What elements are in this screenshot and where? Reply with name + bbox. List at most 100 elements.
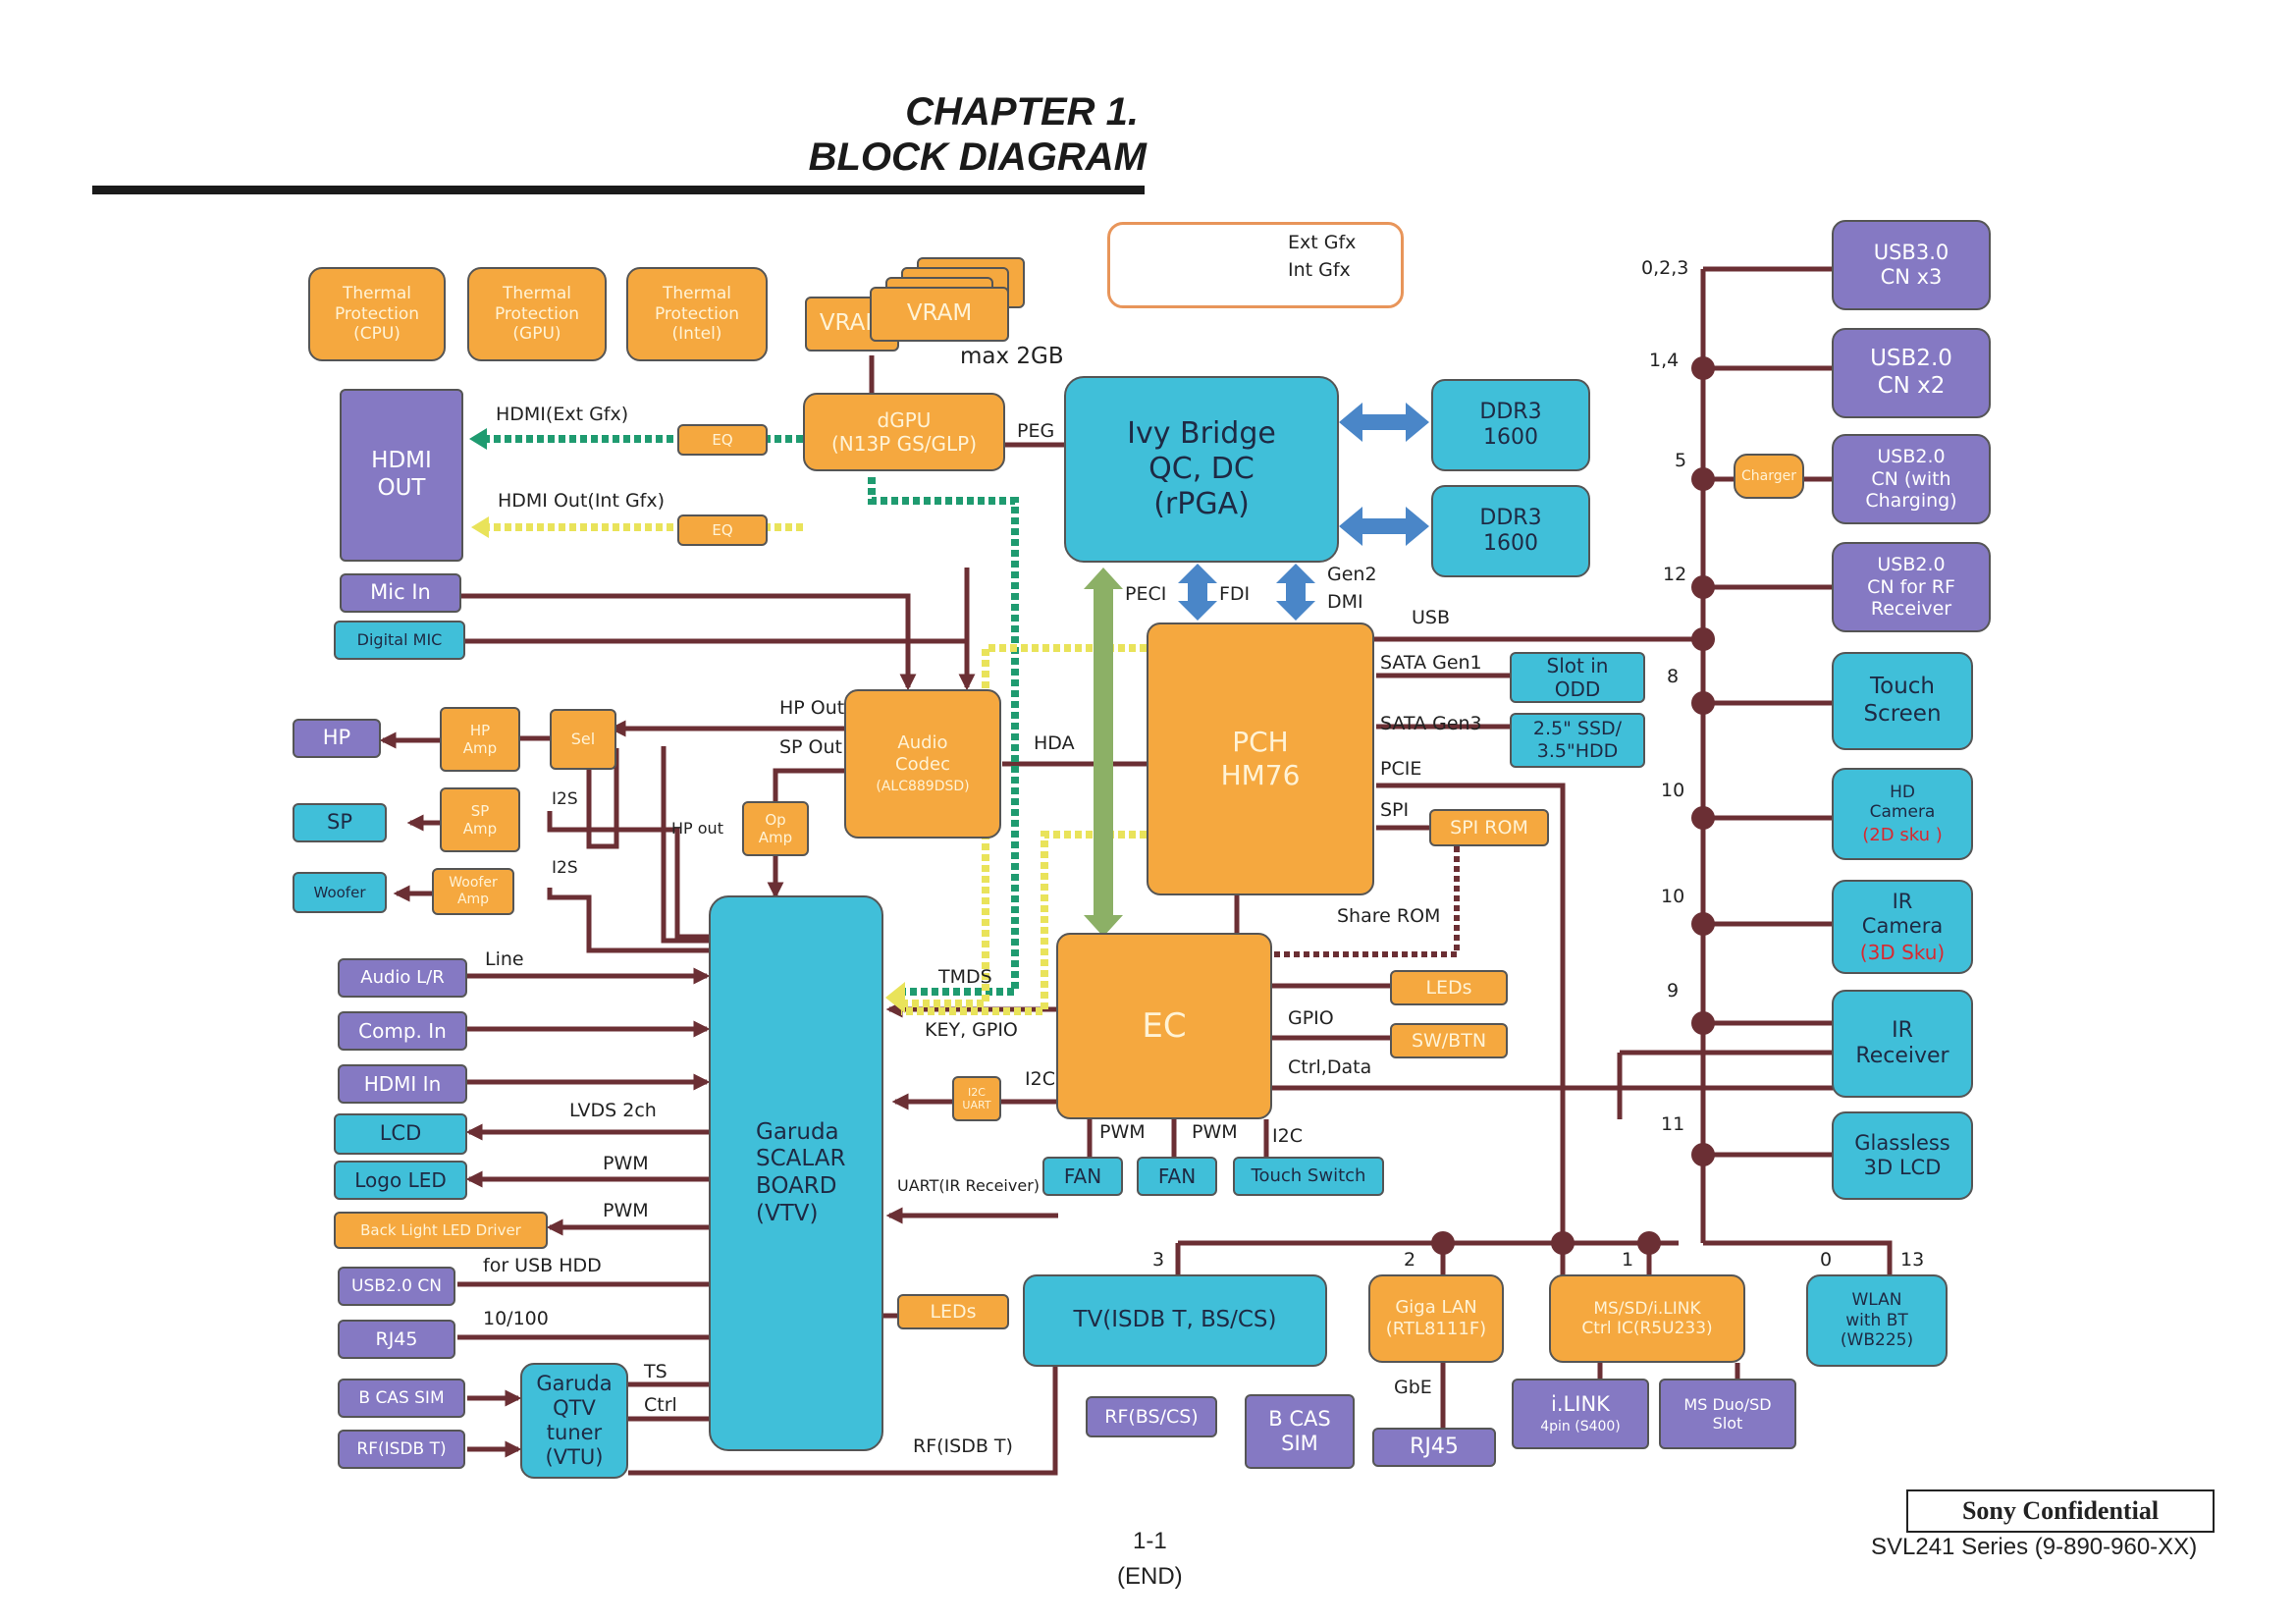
hdmi-out-block: HDMI OUT bbox=[340, 389, 463, 562]
garuda-scalar-board: Garuda SCALAR BOARD (VTV) bbox=[709, 895, 883, 1451]
hd-camera-label: HD Camera bbox=[1869, 782, 1936, 823]
pch-block: PCH HM76 bbox=[1147, 623, 1374, 895]
hp-block: HP bbox=[293, 719, 381, 758]
thermal-gpu-block: Thermal Protection (GPU) bbox=[467, 267, 607, 361]
op-amp-block: Op Amp bbox=[742, 801, 809, 856]
usb-port-12: 12 bbox=[1663, 564, 1687, 585]
ir-camera-sku: (3D Sku) bbox=[1859, 941, 1946, 965]
int-arrowhead bbox=[471, 516, 489, 538]
dmi-label: DMI bbox=[1327, 591, 1363, 613]
eq-block-ext: EQ bbox=[677, 424, 768, 456]
usb-port-5: 5 bbox=[1675, 450, 1687, 471]
ir-camera-label: IR Camera bbox=[1861, 889, 1944, 938]
rj45-left-block: RJ45 bbox=[338, 1320, 455, 1359]
usb2-cn-block: USB2.0 CN bbox=[338, 1267, 455, 1306]
ilink-label: i.LINK bbox=[1551, 1392, 1610, 1416]
qtv-tuner-block: Garuda QTV tuner (VTU) bbox=[520, 1363, 628, 1479]
tmds-label: TMDS bbox=[938, 966, 992, 988]
hp-out-label: HP Out bbox=[779, 697, 845, 719]
i2s-label-a: I2S bbox=[552, 789, 578, 809]
usb-port-10b: 10 bbox=[1661, 886, 1685, 907]
usb20-charging-block: USB2.0 CN (with Charging) bbox=[1832, 434, 1991, 524]
uart-ir-label: UART(IR Receiver) bbox=[897, 1176, 1041, 1195]
mic-in-block: Mic In bbox=[340, 573, 461, 613]
thermal-cpu-block: Thermal Protection (CPU) bbox=[308, 267, 446, 361]
usb30-cn-block: USB3.0 CN x3 bbox=[1832, 220, 1991, 310]
digital-mic-block: Digital MIC bbox=[334, 621, 465, 660]
ctrl-label: Ctrl bbox=[644, 1394, 677, 1416]
gen2-label: Gen2 bbox=[1327, 564, 1377, 585]
pcie-port-0: 0 bbox=[1820, 1249, 1833, 1271]
comp-in-block: Comp. In bbox=[338, 1011, 467, 1051]
pcie-port-1: 1 bbox=[1622, 1249, 1634, 1271]
sp-block: SP bbox=[293, 803, 387, 842]
hdmi-in-block: HDMI In bbox=[338, 1064, 467, 1104]
pcie-label: PCIE bbox=[1380, 758, 1422, 780]
rf-isdb-label: RF(ISDB T) bbox=[913, 1435, 1013, 1457]
i2c-label-touch: I2C bbox=[1272, 1125, 1303, 1147]
wire-bundle bbox=[342, 266, 1893, 1476]
usb20-cn-block: USB2.0 CN x2 bbox=[1832, 328, 1991, 418]
pwm-logo-label: PWM bbox=[603, 1153, 649, 1174]
tmds-arrowhead bbox=[885, 982, 905, 1013]
logo-led-block: Logo LED bbox=[334, 1161, 467, 1200]
i2s-label-b: I2S bbox=[552, 858, 578, 878]
audio-codec-block: Audio Codec (ALC889DSD) bbox=[844, 689, 1001, 839]
hp-out-small-label: HP out bbox=[671, 819, 723, 838]
sata-gen1-label: SATA Gen1 bbox=[1380, 652, 1482, 674]
ctrl-data-label: Ctrl,Data bbox=[1288, 1056, 1372, 1078]
rf-bscs-block: RF(BS/CS) bbox=[1086, 1396, 1217, 1437]
wlan-bt-block: WLAN with BT (WB225) bbox=[1806, 1274, 1948, 1367]
touch-switch-block: Touch Switch bbox=[1233, 1157, 1384, 1196]
usb-port-10a: 10 bbox=[1661, 780, 1685, 801]
sp-out-label: SP Out bbox=[779, 736, 843, 758]
rf-isdb-left-block: RF(ISDB T) bbox=[338, 1430, 465, 1469]
memory-arrows bbox=[1178, 403, 1429, 621]
thermal-intel-block: Thermal Protection (Intel) bbox=[626, 267, 768, 361]
vram-max-label: max 2GB bbox=[960, 344, 1064, 369]
ir-receiver-block: IR Receiver bbox=[1832, 990, 1973, 1098]
junctions bbox=[1431, 356, 1715, 1255]
rj45-block: RJ45 bbox=[1372, 1428, 1496, 1467]
peci-arrow bbox=[1084, 568, 1123, 937]
end-label: (END) bbox=[1117, 1563, 1183, 1590]
share-rom-label: Share ROM bbox=[1337, 905, 1441, 927]
bcas-sim-left-block: B CAS SIM bbox=[338, 1379, 465, 1418]
leds-ec-block: LEDs bbox=[1390, 970, 1508, 1005]
usb20-rf-block: USB2.0 CN for RF Receiver bbox=[1832, 542, 1991, 632]
hda-label: HDA bbox=[1034, 732, 1075, 754]
hd-camera-block: HD Camera (2D sku ) bbox=[1832, 768, 1973, 860]
ddr3-block-a: DDR3 1600 bbox=[1431, 379, 1590, 471]
audio-lr-block: Audio L/R bbox=[338, 958, 467, 998]
gpio-label: GPIO bbox=[1288, 1007, 1334, 1029]
spi-label: SPI bbox=[1380, 799, 1410, 821]
ms-duo-sd-slot-block: MS Duo/SD Slot bbox=[1659, 1379, 1796, 1449]
spi-rom-block: SPI ROM bbox=[1429, 809, 1549, 846]
peg-label: PEG bbox=[1017, 420, 1055, 442]
pwm-label-b: PWM bbox=[1192, 1121, 1238, 1143]
hdmi-ext-label: HDMI(Ext Gfx) bbox=[496, 404, 629, 425]
pwm-backlight-label: PWM bbox=[603, 1200, 649, 1221]
gbe-label: GbE bbox=[1394, 1377, 1432, 1398]
touch-screen-block: Touch Screen bbox=[1832, 652, 1973, 750]
leds-garuda-block: LEDs bbox=[897, 1294, 1009, 1329]
sp-amp-block: SP Amp bbox=[440, 787, 520, 852]
series-label: SVL241 Series (9-890-960-XX) bbox=[1871, 1534, 2198, 1560]
usb-port-023: 0,2,3 bbox=[1641, 257, 1689, 279]
sata-gen3-label: SATA Gen3 bbox=[1380, 713, 1482, 734]
chapter-heading: CHAPTER 1. bbox=[905, 90, 1139, 134]
legend-int-label: Int Gfx bbox=[1288, 259, 1351, 281]
ts-label: TS bbox=[644, 1361, 667, 1382]
sony-confidential-stamp: Sony Confidential bbox=[1906, 1489, 2215, 1533]
ssd-hdd-block: 2.5" SSD/ 3.5"HDD bbox=[1510, 713, 1645, 768]
ilink-sub-label: 4pin (S400) bbox=[1540, 1419, 1621, 1435]
key-gpio-label: KEY, GPIO bbox=[925, 1019, 1018, 1041]
sw-btn-block: SW/BTN bbox=[1390, 1023, 1508, 1058]
ext-arrowhead bbox=[469, 428, 487, 450]
woofer-block: Woofer bbox=[293, 872, 387, 913]
pcie-port-3: 3 bbox=[1152, 1249, 1165, 1271]
ms-sd-ilink-ctrl-block: MS/SD/i.LINK Ctrl IC(R5U233) bbox=[1549, 1274, 1745, 1363]
page-number: 1-1 bbox=[1133, 1528, 1167, 1554]
audio-codec-part: (ALC889DSD) bbox=[876, 779, 970, 795]
tv-tuner-block: TV(ISDB T, BS/CS) bbox=[1023, 1274, 1327, 1367]
